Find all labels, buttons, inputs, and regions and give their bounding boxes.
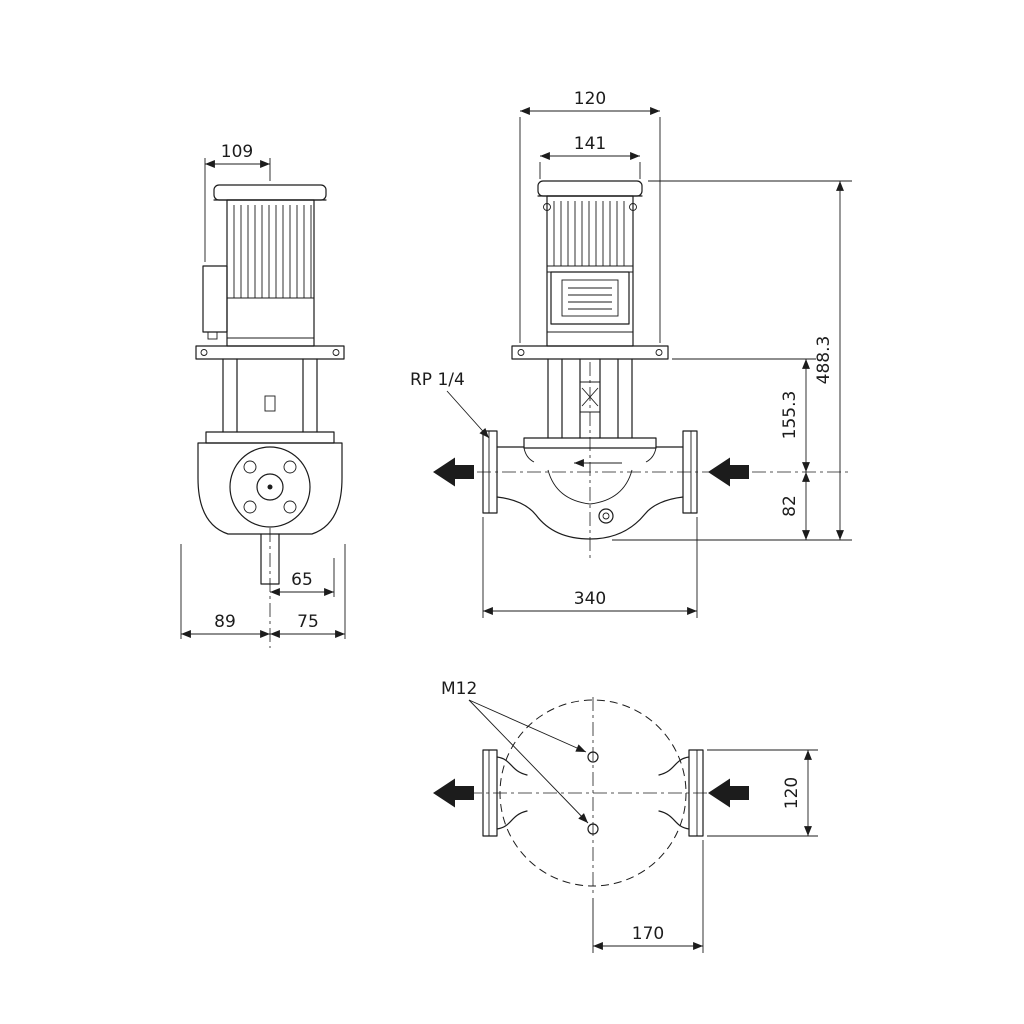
cable-gland bbox=[207, 331, 218, 340]
dim-65-label: 65 bbox=[291, 570, 313, 590]
side-volute bbox=[197, 442, 343, 585]
flow-arrow-right-icon bbox=[708, 457, 749, 487]
gauge-port-label: RP 1/4 bbox=[410, 370, 465, 390]
side-flange-plate bbox=[195, 345, 345, 360]
nameplate-text-lines bbox=[568, 287, 612, 310]
dim-120-top: 120 bbox=[519, 89, 661, 343]
m12-label: M12 bbox=[441, 679, 477, 699]
plate-bolt-icon bbox=[517, 349, 525, 356]
drain-plug-icon bbox=[598, 508, 614, 524]
side-view: 109 65 89 75 bbox=[180, 142, 346, 648]
m12-hole-top bbox=[587, 751, 599, 763]
dim-65: 65 bbox=[270, 558, 335, 597]
motor-fins bbox=[553, 201, 625, 266]
top-flange-left bbox=[482, 749, 528, 837]
front-view: 120 141 bbox=[410, 89, 852, 618]
dim-89-label: 89 bbox=[214, 612, 236, 632]
dim-155-3-label: 155.3 bbox=[780, 391, 800, 440]
gauge-port-callout: RP 1/4 bbox=[410, 370, 490, 439]
center-mark-icon bbox=[267, 484, 273, 490]
dim-340: 340 bbox=[482, 517, 698, 618]
volute-inner-curve bbox=[547, 469, 633, 505]
dim-89-75: 89 75 bbox=[180, 544, 346, 639]
flow-arrow-left-icon bbox=[433, 778, 474, 808]
dim-141: 141 bbox=[539, 134, 641, 179]
m12-hole-bottom bbox=[587, 823, 599, 835]
dim-488-3: 488.3 bbox=[612, 180, 852, 541]
side-motor bbox=[202, 184, 327, 347]
drain-plug-icon bbox=[602, 512, 610, 520]
dim-170: 170 bbox=[592, 840, 704, 953]
bolt-hole-icon bbox=[243, 460, 257, 474]
casing-shoulders bbox=[523, 447, 657, 463]
flow-arrow-left-icon bbox=[433, 457, 474, 487]
dim-82: 82 bbox=[780, 472, 810, 540]
dim-82-label: 82 bbox=[780, 495, 800, 517]
m12-callout: M12 bbox=[441, 679, 589, 824]
bolt-hole-icon bbox=[283, 500, 297, 514]
plate-bolt-icon bbox=[655, 349, 663, 356]
bolt-hole-icon bbox=[283, 460, 297, 474]
plate-bolt-icon bbox=[332, 349, 340, 356]
dim-141-label: 141 bbox=[574, 134, 606, 154]
dim-488-3-label: 488.3 bbox=[814, 336, 834, 385]
bolt-hole-icon bbox=[243, 500, 257, 514]
dim-340-label: 340 bbox=[574, 589, 606, 609]
dim-75-label: 75 bbox=[297, 612, 319, 632]
flow-arrow-right-icon bbox=[708, 778, 749, 808]
front-flange-plate bbox=[511, 345, 669, 360]
plate-bolt-icon bbox=[200, 349, 208, 356]
dim-120-depth: 120 bbox=[707, 749, 818, 837]
dim-120-depth-label: 120 bbox=[782, 777, 802, 809]
terminal-box-front bbox=[550, 271, 630, 325]
top-flange-right bbox=[658, 749, 704, 837]
dim-155-3: 155.3 bbox=[672, 358, 816, 472]
port-bore bbox=[256, 473, 284, 501]
volute-casing bbox=[197, 442, 343, 535]
nameplate bbox=[561, 279, 619, 317]
dim-170-label: 170 bbox=[632, 924, 664, 944]
motor-fins bbox=[233, 205, 312, 298]
dim-120-top-label: 120 bbox=[574, 89, 606, 109]
dim-109: 109 bbox=[204, 142, 271, 262]
coupling-detail bbox=[264, 395, 276, 412]
top-view: M12 120 170 bbox=[433, 679, 818, 953]
dim-109-label: 109 bbox=[221, 142, 253, 162]
